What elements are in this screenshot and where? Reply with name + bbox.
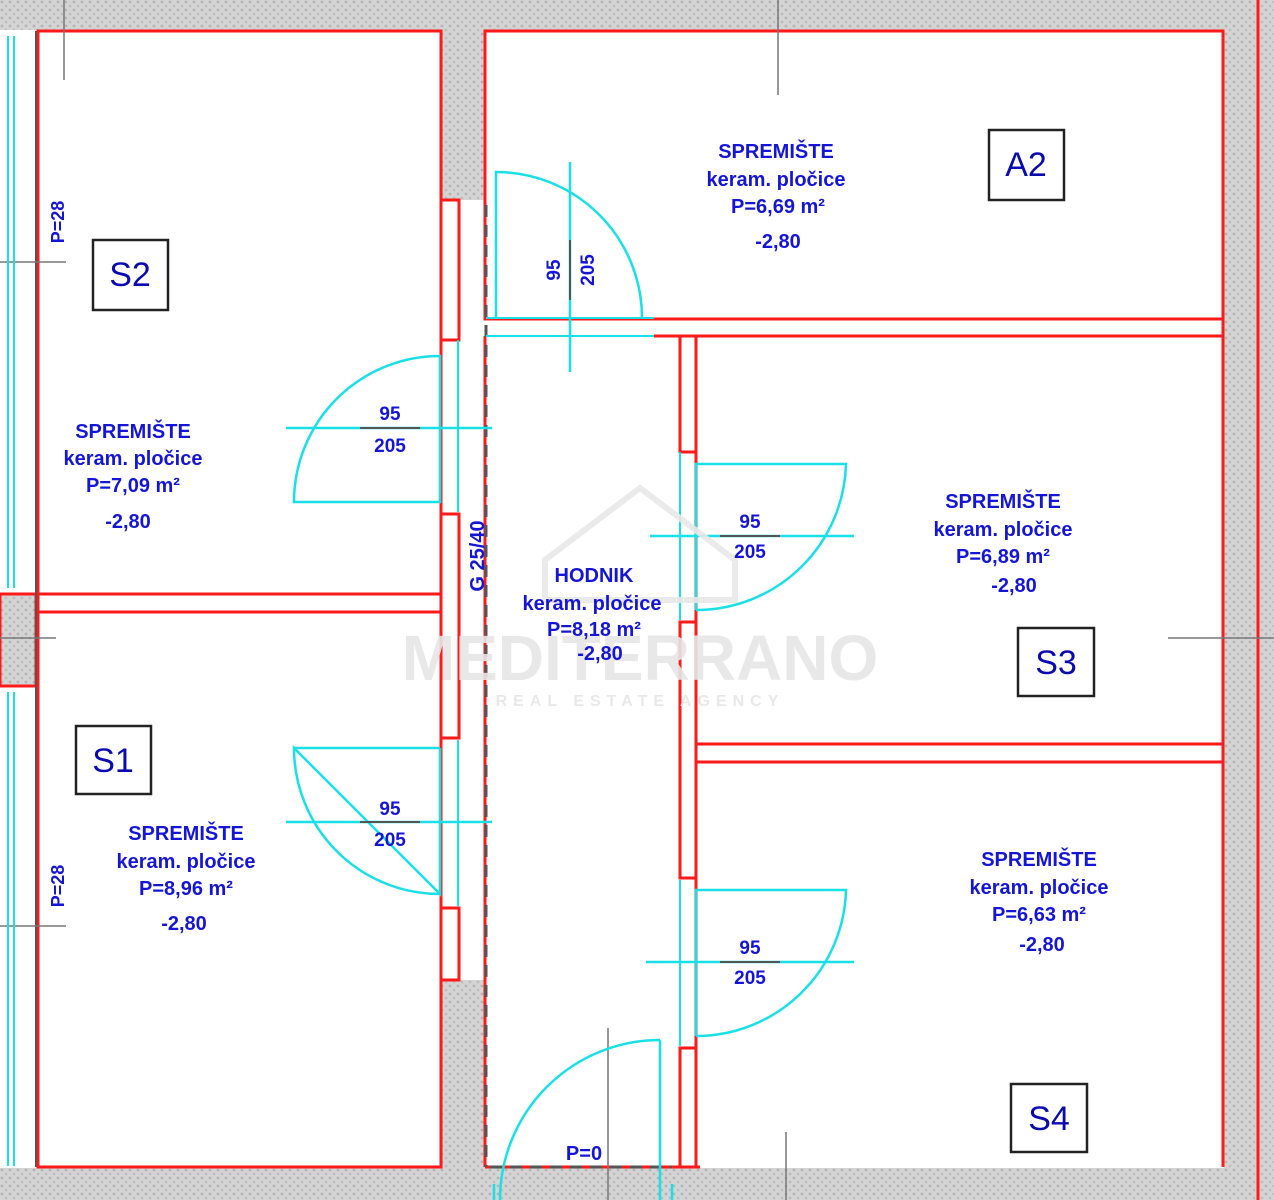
room-label-s1: SPREMIŠTE keram. pločice P=8,96 m² -2,80: [117, 821, 256, 935]
room-tag-a2: A2: [1005, 146, 1047, 184]
door-height: 205: [374, 830, 406, 851]
door-width: 95: [379, 799, 401, 820]
door-swings: [286, 162, 854, 1200]
room-level: -2,80: [755, 231, 801, 253]
door-dimensions: 95 205 95 205 95 205 95 205 95 205: [360, 240, 780, 989]
side-mark-bottom: P=28: [48, 865, 68, 908]
room-label-hallway: HODNIK keram. pločice P=8,18 m² -2,80: [523, 565, 662, 665]
room-tag-s2: S2: [109, 256, 151, 294]
room-tag-s4: S4: [1028, 1100, 1070, 1138]
room-tag-labels: S2 S1 A2 S3 S4: [92, 146, 1077, 1138]
room-floors: [0, 32, 1222, 1168]
room-tag-s3: S3: [1035, 644, 1077, 682]
door-dim-top: 95 205: [544, 240, 599, 300]
room-tag-box-s4: [1009, 1082, 1089, 1154]
room-name: SPREMIŠTE: [718, 139, 834, 163]
room-level: -2,80: [161, 913, 207, 935]
door-height: 205: [734, 968, 766, 989]
room-area: P=8,18 m²: [547, 619, 641, 641]
watermark-brand: MEDITERRANO: [402, 622, 878, 694]
room-tag-box-s3: [1016, 626, 1096, 698]
door-width: 95: [739, 512, 761, 533]
door-dim-s1: 95 205: [360, 799, 420, 851]
watermark-sub: REAL ESTATE AGENCY: [496, 693, 785, 710]
room-label-s2: SPREMIŠTE keram. pločice P=7,09 m² -2,80: [64, 419, 203, 533]
room-tag-s1: S1: [92, 742, 134, 780]
door-height: 205: [734, 542, 766, 563]
side-mark-top: P=28: [48, 201, 68, 244]
room-floor: keram. pločice: [934, 519, 1073, 541]
door-width: 95: [379, 404, 401, 425]
room-level: -2,80: [577, 643, 623, 665]
annotations: G 25/40 P=0 P=28 P=28: [48, 201, 602, 1165]
room-level: -2,80: [991, 575, 1037, 597]
room-tag-box-a2: [987, 128, 1066, 202]
room-floor: keram. pločice: [970, 877, 1109, 899]
room-floor: keram. pločice: [707, 169, 846, 191]
room-floor: keram. pločice: [64, 448, 203, 470]
room-tag-box-s1: [74, 724, 153, 796]
door-dim-s3: 95 205: [720, 512, 780, 563]
room-name: HODNIK: [555, 565, 634, 587]
door-width: 95: [544, 259, 565, 281]
watermark: MEDITERRANO REAL ESTATE AGENCY: [402, 484, 878, 710]
room-label-s4: SPREMIŠTE keram. pločice P=6,63 m² -2,80: [970, 847, 1109, 956]
room-level: -2,80: [105, 511, 151, 533]
room-label-s3: SPREMIŠTE keram. pločice P=6,89 m² -2,80: [934, 489, 1073, 597]
room-label-a2: SPREMIŠTE keram. pločice P=6,69 m² -2,80: [707, 139, 846, 253]
room-level: -2,80: [1019, 934, 1065, 956]
room-tags: [74, 128, 1096, 1154]
door-dim-s4: 95 205: [720, 938, 780, 989]
room-area: P=6,63 m²: [992, 904, 1086, 926]
room-name: SPREMIŠTE: [75, 419, 191, 443]
beam-label: G 25/40: [467, 520, 489, 591]
room-area: P=7,09 m²: [86, 475, 180, 497]
room-tag-box-s2: [91, 238, 170, 312]
room-area: P=8,96 m²: [139, 878, 233, 900]
door-height: 205: [374, 436, 406, 457]
door-dim-s2: 95 205: [360, 404, 420, 457]
door-height: 205: [578, 254, 599, 286]
room-area: P=6,69 m²: [731, 196, 825, 218]
room-floor: keram. pločice: [117, 851, 256, 873]
room-floor: keram. pločice: [523, 593, 662, 615]
room-name: SPREMIŠTE: [128, 821, 244, 845]
door-width: 95: [739, 938, 761, 959]
room-name: SPREMIŠTE: [945, 489, 1061, 513]
room-area: P=6,89 m²: [956, 546, 1050, 568]
room-name: SPREMIŠTE: [981, 847, 1097, 871]
floor-mark: P=0: [566, 1143, 602, 1165]
